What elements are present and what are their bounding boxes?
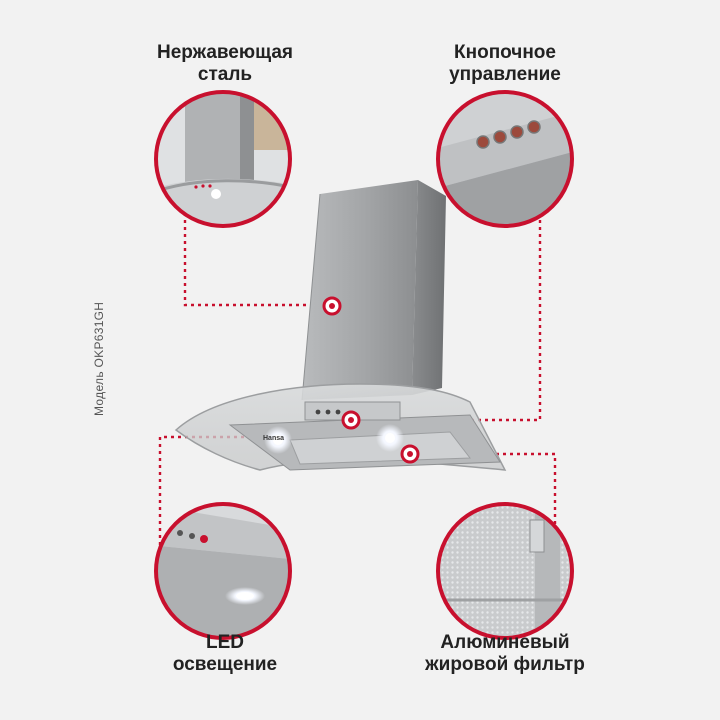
- brand-logo: Hansa: [263, 435, 284, 442]
- detail-buttons: [436, 90, 574, 228]
- label-led-line1: LED: [206, 632, 244, 653]
- label-grease-filter: Алюминевый жировой фильтр: [385, 632, 625, 676]
- detail-filter: [436, 502, 574, 640]
- label-filter-line1: Алюминевый: [440, 632, 570, 653]
- detail-led: [154, 502, 292, 640]
- label-buttons-line2: управление: [449, 64, 561, 85]
- detail-steel: [154, 90, 292, 228]
- label-stainless-steel: Нержавеющая сталь: [120, 42, 330, 86]
- label-push-buttons: Кнопочное управление: [395, 42, 615, 86]
- label-buttons-line1: Кнопочное: [454, 42, 556, 63]
- label-led-line2: освещение: [172, 654, 278, 675]
- hood-chimney: [301, 180, 446, 401]
- model-number: Модель OKP631GH: [92, 301, 106, 416]
- label-steel-line1: Нержавеющая: [156, 42, 294, 63]
- label-led-lighting: LED освещение: [120, 632, 330, 676]
- label-filter-line2: жировой фильтр: [425, 654, 585, 675]
- feature-markers: [322, 296, 420, 464]
- hood-canopy: [174, 383, 507, 471]
- label-steel-line2: сталь: [197, 64, 253, 85]
